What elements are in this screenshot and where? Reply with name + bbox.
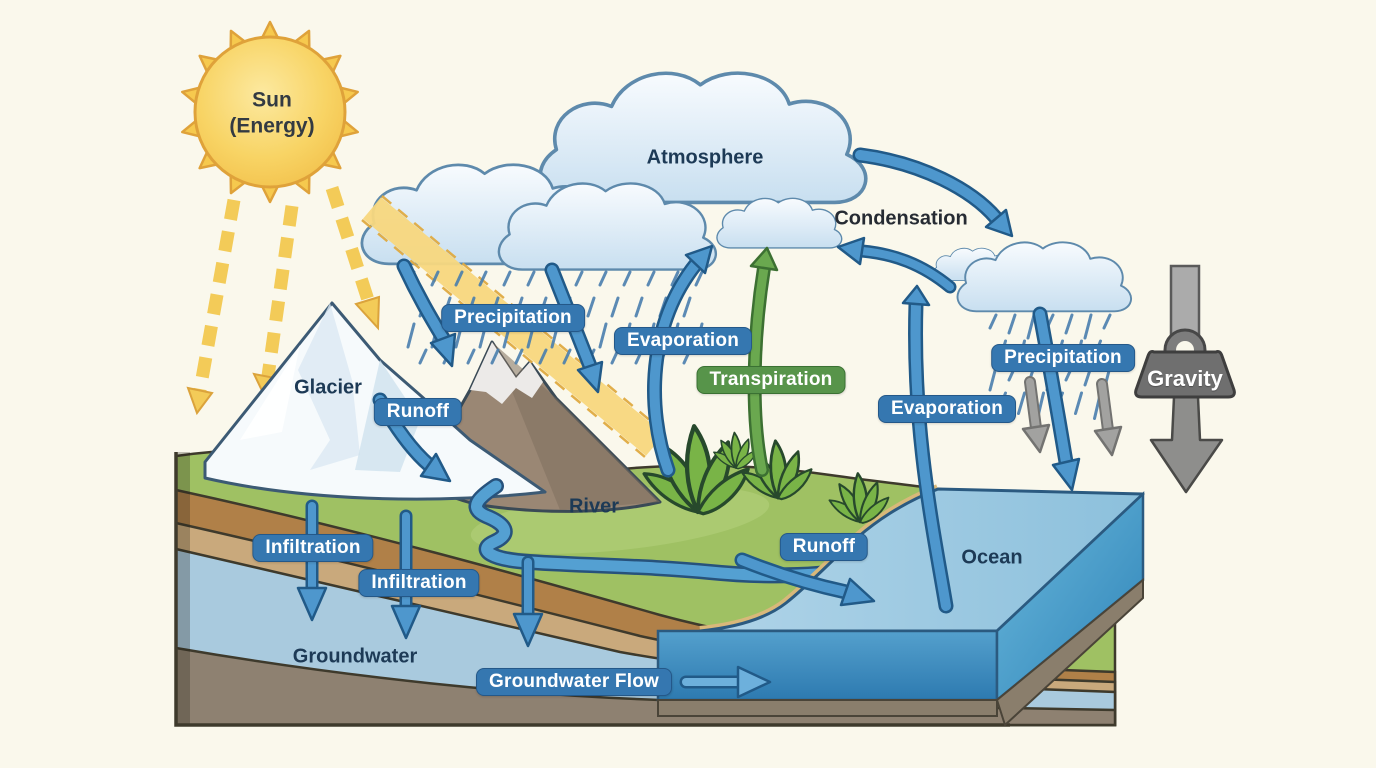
evaporation-mid-arrow xyxy=(647,244,714,478)
condensation-label: Condensation xyxy=(834,207,968,230)
transpiration-arrow xyxy=(747,246,779,477)
ocean-label: Ocean xyxy=(961,546,1023,569)
small-cloud-icon xyxy=(716,197,843,249)
precipitation-left-badge: Precipitation xyxy=(441,304,585,332)
evaporation-mid-badge: Evaporation xyxy=(614,327,752,355)
transpiration-badge: Transpiration xyxy=(696,366,846,394)
gravity-icon xyxy=(1134,264,1236,494)
evaporation-ocean-arrow xyxy=(901,284,954,614)
sun-label: Sun (Energy) xyxy=(229,87,314,138)
infiltration-upper-badge: Infiltration xyxy=(252,534,374,562)
ocean-icon xyxy=(656,487,1145,727)
condensation-arrow-up xyxy=(836,236,957,294)
precipitation-right-badge: Precipitation xyxy=(991,344,1135,372)
runoff-left-badge: Runoff xyxy=(373,398,463,426)
infiltration-lower-badge: Infiltration xyxy=(358,569,480,597)
evaporation-right-badge: Evaporation xyxy=(878,395,1016,423)
river-label: River xyxy=(568,495,620,518)
glacier-label: Glacier xyxy=(294,376,362,399)
groundwater-flow-arrow xyxy=(679,665,772,699)
runoff-ocean-arrow xyxy=(734,552,876,607)
sun-label-line2: (Energy) xyxy=(229,114,315,137)
rain-cloud-right-icon xyxy=(932,241,1133,313)
sun-icon xyxy=(177,20,363,204)
rain-gray-arrow-1 xyxy=(1021,376,1051,454)
precipitation-left-arrow-1 xyxy=(396,258,457,368)
atmosphere-condensation-arrow xyxy=(852,147,1014,238)
atmosphere-label: Atmosphere xyxy=(646,146,764,169)
rain-gray-arrow-2 xyxy=(1093,378,1123,457)
infiltration-arrow-3 xyxy=(512,555,544,648)
precipitation-right-arrow xyxy=(1032,306,1081,492)
sun-label-line1: Sun xyxy=(252,88,292,112)
gravity-label: Gravity xyxy=(1147,366,1223,391)
groundwater-flow-badge: Groundwater Flow xyxy=(476,668,672,696)
runoff-right-badge: Runoff xyxy=(779,533,869,561)
groundwater-label: Groundwater xyxy=(292,645,418,668)
